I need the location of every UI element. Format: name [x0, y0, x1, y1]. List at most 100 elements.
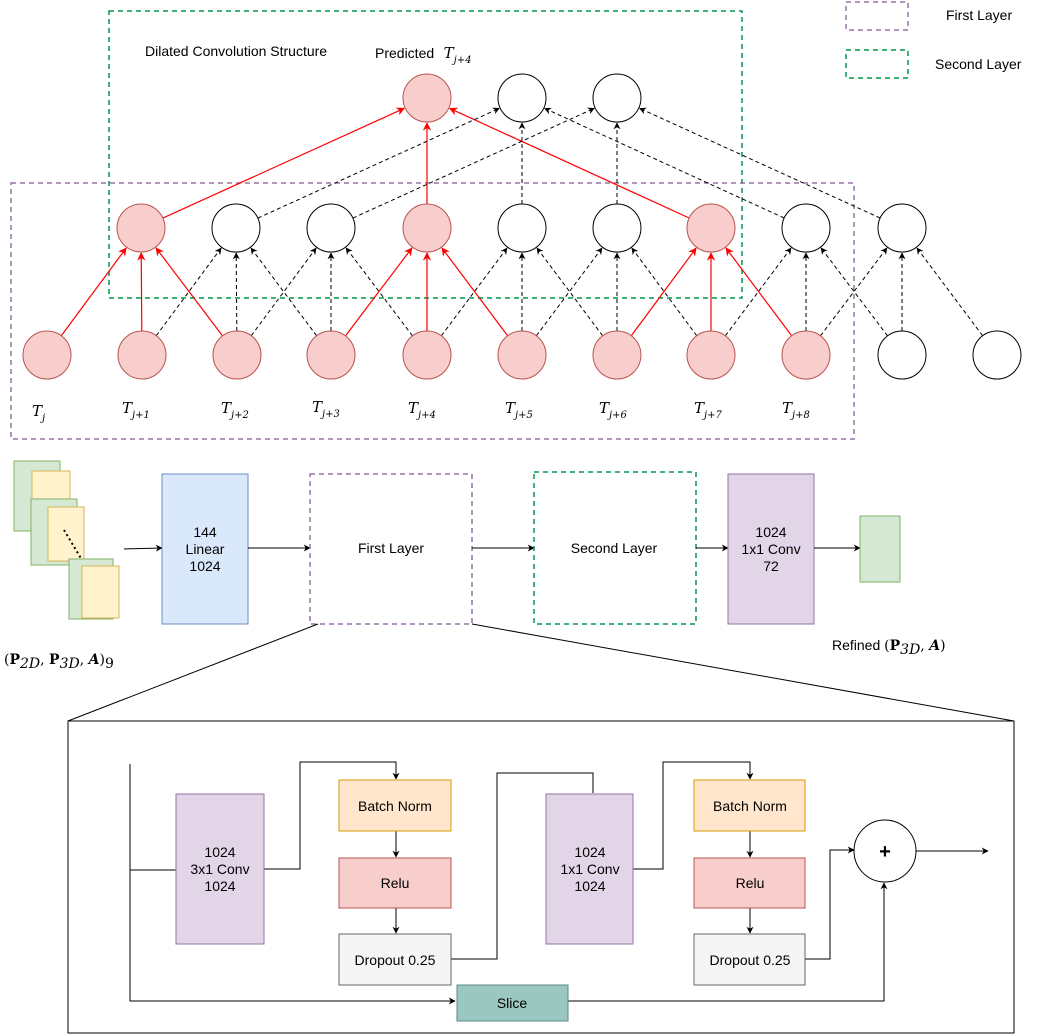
- edge-input-6-to-mid-4: [536, 247, 604, 337]
- svg-text:1024: 1024: [204, 878, 235, 894]
- edge-input-2-to-mid-0: [155, 247, 224, 337]
- input-node-6: [592, 330, 642, 380]
- mid-node-1: [211, 203, 261, 253]
- relu-2-block: Relu: [693, 857, 806, 909]
- svg-text:1024: 1024: [574, 878, 605, 894]
- conv3x1-block: 1024 3x1 Conv 1024: [175, 793, 265, 945]
- input-node-4: [402, 330, 452, 380]
- legend-second-layer-label: Second Layer: [935, 56, 1022, 72]
- second-layer-block: Second Layer: [533, 471, 697, 625]
- arrow-input-to-linear: [123, 544, 163, 552]
- edge-input-10-to-mid-8: [916, 247, 984, 337]
- edge-input-5-to-mid-5: [535, 247, 603, 337]
- input-node-9: [877, 330, 927, 380]
- edge-input-8-to-mid-8: [820, 247, 888, 337]
- output-data-label: Refined (P3D, A): [832, 637, 946, 658]
- svg-text:72: 72: [763, 558, 779, 574]
- svg-text:+: +: [879, 841, 891, 863]
- edge-input-4-to-mid-2: [345, 247, 413, 337]
- edge-input-4-to-mid-4: [440, 247, 508, 337]
- conv1x1-block: 1024 1x1 Conv 1024: [545, 793, 634, 945]
- input-data-label: (P2D, P3D, A)9: [4, 652, 114, 672]
- svg-text:Batch Norm: Batch Norm: [358, 798, 432, 814]
- svg-text:1024: 1024: [204, 844, 235, 860]
- input-node-5: [497, 330, 547, 380]
- batchnorm-2-block: Batch Norm: [693, 779, 806, 832]
- edge-input-8-to-mid-6: [725, 247, 793, 337]
- svg-text:3x1 Conv: 3x1 Conv: [190, 861, 249, 877]
- mid-node-7: [781, 203, 831, 253]
- mid-node-4: [497, 203, 547, 253]
- svg-text:1x1 Conv: 1x1 Conv: [560, 861, 619, 877]
- output-tensor-icon: [859, 515, 901, 583]
- mid-node-5: [592, 203, 642, 253]
- input-label-3: Tj+3: [312, 398, 340, 420]
- input-node-3: [306, 330, 356, 380]
- svg-text:Relu: Relu: [736, 875, 765, 891]
- dilated-structure-title: Dilated Convolution Structure: [145, 43, 327, 59]
- svg-text:Dropout 0.25: Dropout 0.25: [710, 952, 791, 968]
- add-node: +: [853, 819, 917, 883]
- input-labels: Tj Tj+1 Tj+2 Tj+3 Tj+4 Tj+5 Tj+6 Tj+7 Tj…: [32, 398, 810, 424]
- edge-mid-7-to-top-1: [544, 107, 785, 219]
- legend-first-layer-swatch: [845, 1, 909, 31]
- svg-text:1024: 1024: [574, 844, 605, 860]
- input-node-2: [212, 330, 262, 380]
- svg-text:1024: 1024: [189, 558, 220, 574]
- input-node-8: [781, 330, 831, 380]
- relu-1-block: Relu: [338, 857, 452, 909]
- nodes-layer: [22, 73, 1022, 380]
- svg-text:1x1 Conv: 1x1 Conv: [741, 541, 800, 557]
- predicted-label: Predicted Tj+4: [375, 44, 471, 66]
- dropout-1-block: Dropout 0.25: [338, 933, 452, 986]
- input-label-6: Tj+6: [599, 399, 627, 421]
- edge-mid-8-to-top-2: [639, 107, 881, 219]
- zoom-line-left: [67, 623, 319, 722]
- svg-text:First Layer: First Layer: [358, 540, 424, 556]
- edge-input-1-to-mid-0: [137, 252, 146, 332]
- input-stack-icon: [13, 460, 120, 620]
- legend-first-layer-label: First Layer: [946, 7, 1012, 23]
- input-node-0: [22, 330, 72, 380]
- svg-text:1024: 1024: [755, 524, 786, 540]
- input-label-2: Tj+2: [221, 399, 249, 421]
- edge-input-2-to-mid-1: [232, 252, 240, 332]
- edge-mid-6-to-top-0: [448, 107, 690, 219]
- edge-input-7-to-mid-7: [724, 247, 792, 337]
- detail-connections: [129, 761, 989, 1005]
- svg-text:Relu: Relu: [381, 875, 410, 891]
- slice-block: Slice: [456, 984, 569, 1022]
- top-node-0: [402, 73, 452, 123]
- second-layer-region: [108, 10, 743, 299]
- mid-node-3: [402, 203, 452, 253]
- edge-input-3-to-mid-1: [250, 247, 318, 337]
- input-label-8: Tj+8: [782, 399, 810, 421]
- output-conv-block: 1024 1x1 Conv 72: [727, 473, 815, 625]
- input-label-4: Tj+4: [408, 399, 436, 421]
- legend-second-layer-swatch: [845, 49, 909, 79]
- input-node-1: [117, 330, 167, 380]
- svg-text:144: 144: [193, 524, 217, 540]
- svg-text:Batch Norm: Batch Norm: [713, 798, 787, 814]
- input-label-1: Tj+1: [122, 399, 150, 421]
- top-node-1: [497, 73, 547, 123]
- input-label-0: Tj: [32, 402, 45, 424]
- edges-layer: [60, 107, 984, 337]
- dropout-2-block: Dropout 0.25: [693, 933, 806, 986]
- linear-block: 144 Linear 1024: [161, 473, 249, 625]
- edge-input-9-to-mid-7: [820, 247, 888, 337]
- svg-text:Second Layer: Second Layer: [571, 540, 658, 556]
- first-layer-block: First Layer: [309, 473, 473, 625]
- mid-node-6: [686, 203, 736, 253]
- edge-mid-0-to-top-0: [162, 107, 406, 219]
- edge-mid-2-to-top-2: [352, 107, 595, 219]
- input-node-7: [686, 330, 736, 380]
- mid-node-8: [877, 203, 927, 253]
- edge-input-5-to-mid-3: [441, 247, 509, 337]
- input-node-10: [972, 330, 1022, 380]
- svg-text:Dropout 0.25: Dropout 0.25: [355, 952, 436, 968]
- top-node-2: [592, 73, 642, 123]
- input-label-7: Tj+7: [694, 399, 722, 421]
- edge-mid-1-to-top-1: [257, 107, 500, 219]
